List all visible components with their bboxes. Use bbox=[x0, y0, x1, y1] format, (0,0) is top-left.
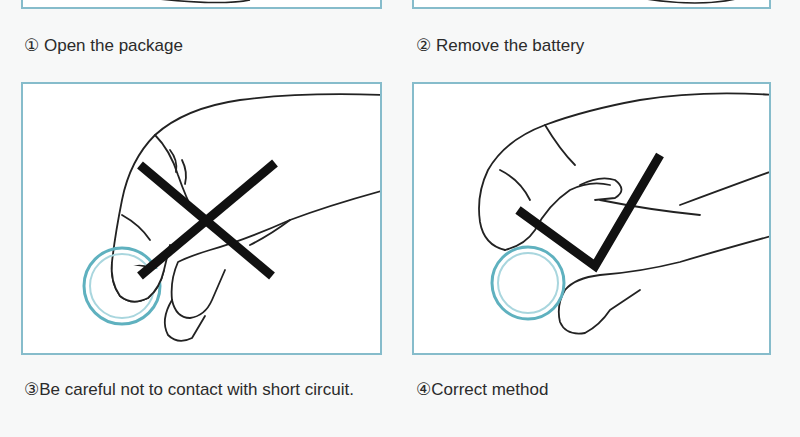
wrong-grip bbox=[84, 94, 380, 341]
hand-sketch bbox=[150, 0, 740, 3]
panel-frame bbox=[22, 0, 770, 8]
step-caption: ① Open the package bbox=[24, 36, 183, 56]
correct-grip bbox=[479, 93, 769, 333]
step-caption: ④Correct method bbox=[416, 380, 548, 400]
step-caption: ② Remove the battery bbox=[416, 36, 584, 56]
panel-frame bbox=[22, 83, 770, 354]
step-caption: ③Be careful not to contact with short ci… bbox=[24, 380, 354, 400]
